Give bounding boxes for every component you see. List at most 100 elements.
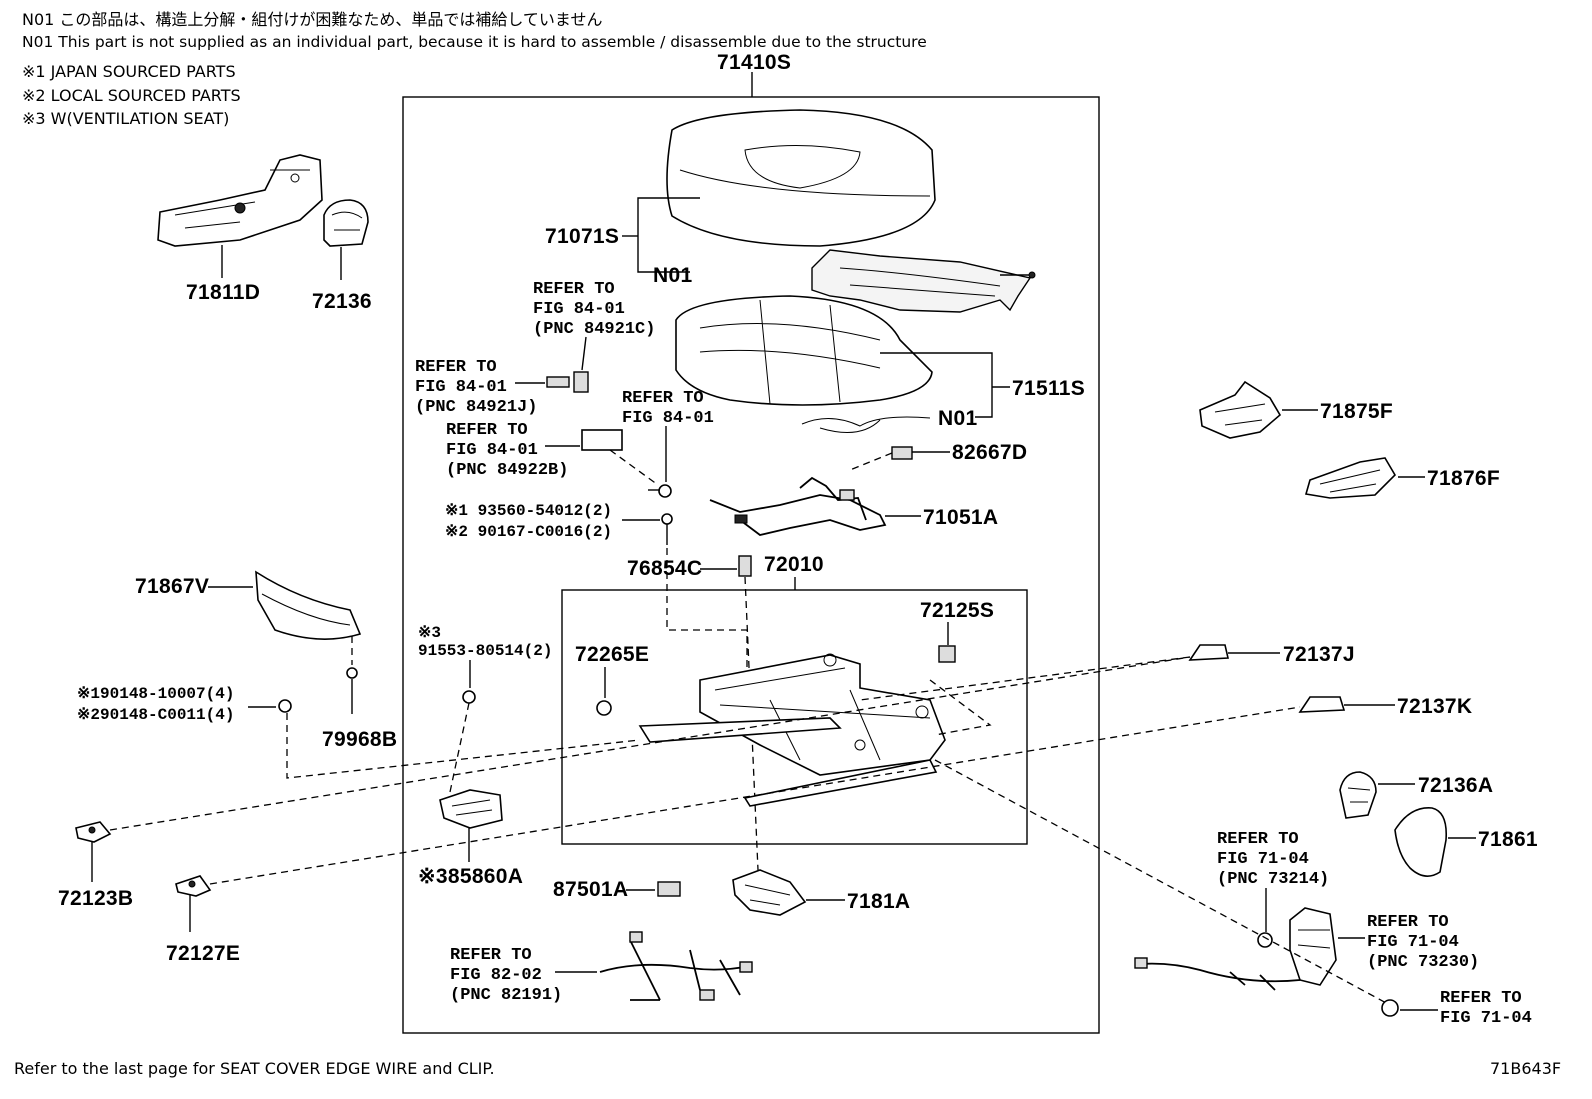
- part-72265E: [596, 700, 612, 716]
- svg-text:REFER TO: REFER TO: [1217, 830, 1299, 849]
- note-n01-english: N01 This part is not supplied as an indi…: [22, 33, 927, 51]
- label-N01-pad: N01: [938, 407, 977, 430]
- figure-code: 71B643F: [1490, 1059, 1562, 1078]
- washer-73214: [1257, 932, 1273, 948]
- label-7181A: 7181A: [847, 890, 910, 913]
- wire-harness-82191: [599, 931, 753, 1001]
- label-93560: ※1 93560-54012(2): [445, 502, 612, 520]
- ref-fig-71-04: REFER TO FIG 71-04: [1440, 989, 1532, 1028]
- clip-72123B: [75, 821, 112, 843]
- seat-belt-buckle-73230: [1134, 907, 1337, 991]
- cover-72137J: [1188, 644, 1229, 661]
- label-91553: 91553-80514(2): [418, 642, 552, 660]
- note-n01-japanese: N01 この部品は、構造上分解・組付けが困難なため、単品では補給していません: [22, 10, 603, 29]
- svg-text:REFER TO: REFER TO: [1440, 989, 1522, 1008]
- svg-text:FIG 84-01: FIG 84-01: [415, 378, 507, 397]
- label-87501A: 87501A: [553, 878, 628, 901]
- note-ventilation-seat: ※3 W(VENTILATION SEAT): [22, 109, 230, 128]
- label-71867V: 71867V: [135, 575, 209, 598]
- fan-87501A: [657, 881, 681, 897]
- label-72136A: 72136A: [1418, 774, 1493, 797]
- seat-cushion-pad: [675, 295, 933, 406]
- side-shield-71811D: [157, 154, 323, 247]
- ref-fig-84-01-84921C: REFER TO FIG 84-01 (PNC 84921C): [533, 280, 655, 339]
- screw-91553: [462, 690, 476, 704]
- ref-fig-71-04-73230: REFER TO FIG 71-04 (PNC 73230): [1367, 913, 1479, 972]
- svg-text:FIG 71-04: FIG 71-04: [1440, 1009, 1532, 1028]
- svg-text:REFER TO: REFER TO: [533, 280, 615, 299]
- note-japan-sourced: ※1 JAPAN SOURCED PARTS: [22, 62, 236, 81]
- label-90167: ※2 90167-C0016(2): [445, 523, 612, 541]
- label-85860A: ※385860A: [418, 865, 523, 888]
- svg-text:FIG 71-04: FIG 71-04: [1367, 933, 1459, 952]
- heater-wire: [801, 416, 931, 433]
- ref-fig-84-01: REFER TO FIG 84-01: [622, 389, 714, 428]
- cover-72137K: [1298, 696, 1346, 713]
- label-72265E: 72265E: [575, 643, 649, 666]
- trim-71867V: [255, 570, 362, 640]
- nut-71-04: [1381, 999, 1399, 1017]
- ref-fig-71-04-73214: REFER TO FIG 71-04 (PNC 73214): [1217, 830, 1329, 889]
- blower-85860A: [439, 789, 503, 829]
- svg-text:FIG 84-01: FIG 84-01: [622, 409, 714, 428]
- label-72136: 72136: [312, 290, 372, 313]
- label-N01-cover: N01: [653, 264, 692, 287]
- note-local-sourced: ※2 LOCAL SOURCED PARTS: [22, 86, 241, 105]
- label-71875F: 71875F: [1320, 400, 1393, 423]
- svg-text:(PNC 84922B): (PNC 84922B): [446, 461, 568, 480]
- svg-text:(PNC 73230): (PNC 73230): [1367, 953, 1479, 972]
- ref-fig-84-01-84922B: REFER TO FIG 84-01 (PNC 84922B): [446, 421, 568, 480]
- ref-fig-84-01-84921J: REFER TO FIG 84-01 (PNC 84921J): [415, 358, 537, 417]
- label-72125S: 72125S: [920, 599, 994, 622]
- connector-82667D: [891, 446, 913, 460]
- svg-text:REFER TO: REFER TO: [450, 946, 532, 965]
- sensor-84921C: [573, 371, 589, 393]
- bolt-84-01: [658, 484, 672, 498]
- svg-text:FIG 82-02: FIG 82-02: [450, 966, 542, 985]
- label-76854C: 76854C: [627, 557, 702, 580]
- label-91553-note: ※3: [418, 624, 441, 642]
- label-72137K: 72137K: [1397, 695, 1472, 718]
- seat-assembly-frame: [402, 96, 1100, 1034]
- label-71071S: 71071S: [545, 225, 619, 248]
- wire-harness-71051A: [709, 476, 887, 536]
- seat-heater-mat: [811, 249, 1036, 313]
- svg-text:REFER TO: REFER TO: [446, 421, 528, 440]
- label-72127E: 72127E: [166, 942, 240, 965]
- seat-cushion-cover: [666, 109, 936, 247]
- svg-text:FIG 71-04: FIG 71-04: [1217, 850, 1309, 869]
- label-79968B: 79968B: [322, 728, 397, 751]
- cover-72125S: [938, 645, 956, 663]
- motor-7181A: [732, 869, 807, 916]
- label-71410S: 71410S: [717, 51, 791, 74]
- cover-71861: [1394, 807, 1448, 877]
- label-72137J: 72137J: [1283, 643, 1355, 666]
- svg-text:REFER TO: REFER TO: [1367, 913, 1449, 932]
- bracket-71875F: [1199, 380, 1282, 439]
- bracket-71876F: [1304, 457, 1397, 499]
- bolt-93560: [661, 513, 673, 525]
- label-90148-2: ※290148-C0011(4): [77, 706, 234, 724]
- svg-text:REFER TO: REFER TO: [622, 389, 704, 408]
- ref-fig-82-02-82191: REFER TO FIG 82-02 (PNC 82191): [450, 946, 562, 1005]
- label-71876F: 71876F: [1427, 467, 1500, 490]
- label-72010: 72010: [764, 553, 824, 576]
- clip-72127E: [175, 875, 212, 897]
- label-90148-1: ※190148-10007(4): [77, 685, 234, 703]
- footer-note: Refer to the last page for SEAT COVER ED…: [14, 1059, 495, 1078]
- svg-text:REFER TO: REFER TO: [415, 358, 497, 377]
- svg-text:(PNC 84921J): (PNC 84921J): [415, 398, 537, 417]
- label-82667D: 82667D: [952, 441, 1027, 464]
- svg-text:FIG 84-01: FIG 84-01: [446, 441, 538, 460]
- knob-72136: [323, 199, 369, 247]
- label-71511S: 71511S: [1012, 377, 1085, 400]
- label-71051A: 71051A: [923, 506, 998, 529]
- ecu-84922B: [581, 429, 623, 451]
- svg-text:(PNC 84921C): (PNC 84921C): [533, 320, 655, 339]
- bolt-90148: [278, 699, 292, 713]
- svg-text:(PNC 73214): (PNC 73214): [1217, 870, 1329, 889]
- seat-adjuster-72010: [638, 653, 946, 807]
- clip-76854C: [738, 555, 752, 577]
- svg-text:(PNC 82191): (PNC 82191): [450, 986, 562, 1005]
